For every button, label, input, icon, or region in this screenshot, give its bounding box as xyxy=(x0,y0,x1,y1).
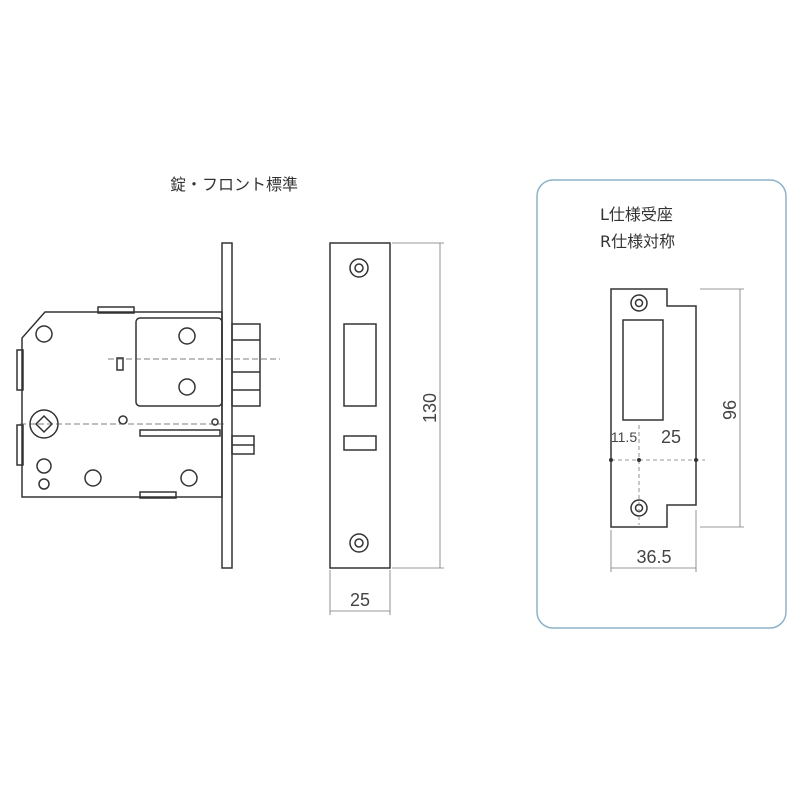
lock-hole-1 xyxy=(178,327,196,345)
front-height-dim: 130 xyxy=(420,393,440,423)
strike-title-line1: L仕様受座 xyxy=(600,205,673,224)
latch-housing xyxy=(135,317,223,407)
front-width-dim: 25 xyxy=(350,590,370,610)
lock-title: 錠・フロント標準 xyxy=(170,175,298,194)
strike-offset-dim: 11.5 xyxy=(611,429,637,445)
lock-left-tab-upper xyxy=(16,349,24,391)
strike-screw-top xyxy=(630,294,648,312)
front-plate-drawing xyxy=(329,242,391,569)
lock-body-drawing xyxy=(16,242,261,569)
strike-width-dim: 36.5 xyxy=(636,547,671,567)
front-dimension-lines xyxy=(329,242,444,615)
strike-latch-opening xyxy=(622,319,664,421)
strike-title-line2: R仕様対称 xyxy=(600,232,675,251)
lock-rod xyxy=(139,429,221,437)
strike-inner-dim: 25 xyxy=(661,427,681,447)
front-plate-outline xyxy=(329,242,391,569)
strike-plate-outline xyxy=(610,288,697,528)
lock-top-tab xyxy=(97,306,135,314)
lock-bottom-tab xyxy=(139,491,177,499)
front-screw-top xyxy=(349,258,369,278)
lock-left-tab-lower xyxy=(16,424,24,466)
deadbolt-opening xyxy=(343,435,377,451)
lock-center-lines xyxy=(20,358,280,425)
lock-hole-2 xyxy=(178,378,196,396)
lock-forend-plate xyxy=(221,242,233,569)
strike-height-dim: 96 xyxy=(720,400,740,420)
latch-bolt xyxy=(231,323,261,407)
strike-panel xyxy=(536,179,787,629)
lock-case-outline xyxy=(21,311,223,498)
strike-dimension-lines xyxy=(610,288,744,572)
front-screw-bottom xyxy=(349,533,369,553)
latch-opening xyxy=(343,323,377,407)
